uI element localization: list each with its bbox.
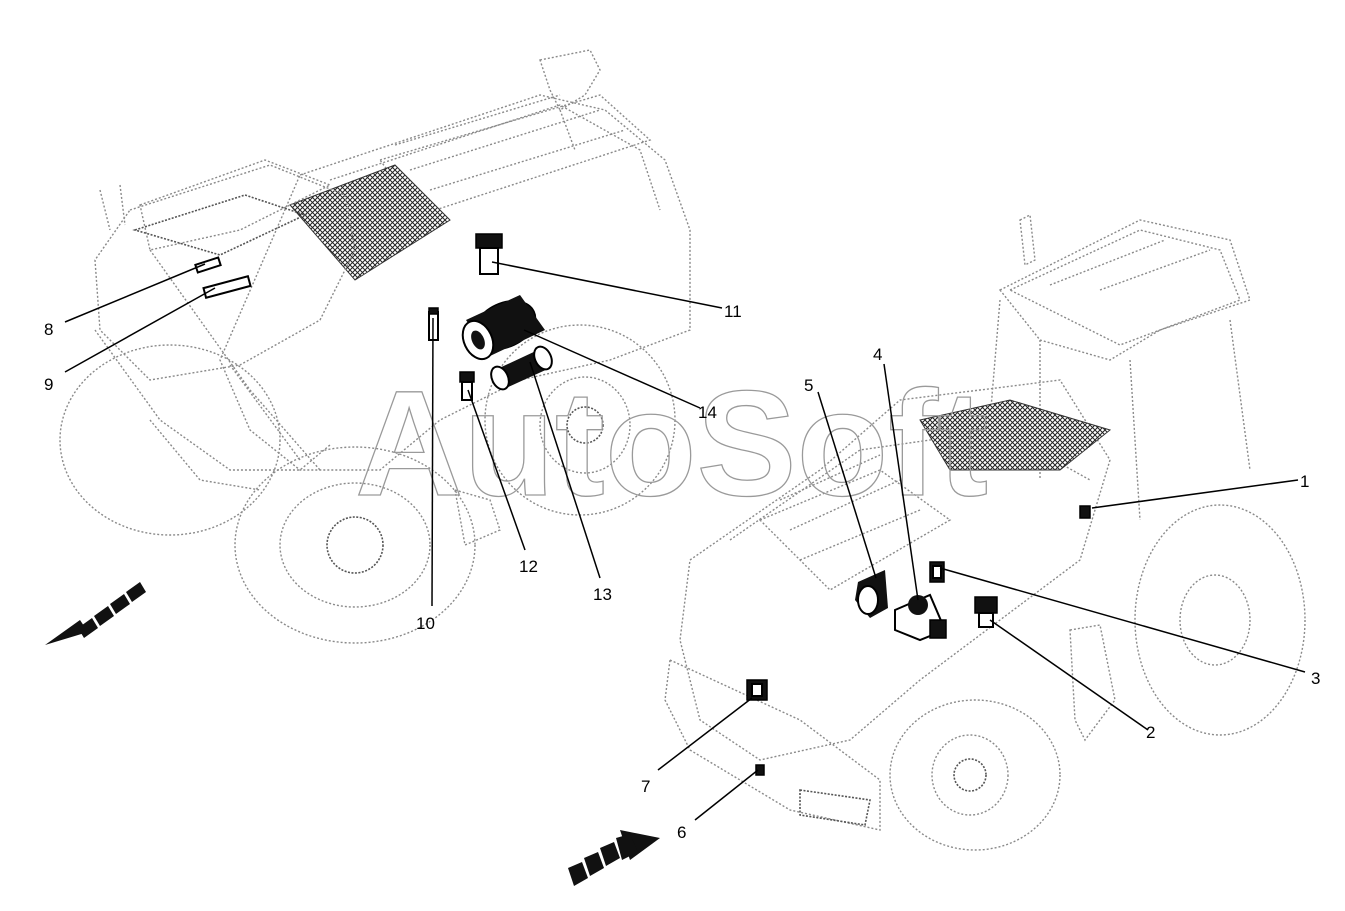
part-1-sensor xyxy=(1079,505,1091,519)
engine-grille xyxy=(289,164,451,281)
sticker-8 xyxy=(194,256,222,274)
callout-8: 8 xyxy=(44,320,53,339)
rear-right-wheel xyxy=(59,344,281,536)
engine-grille-front xyxy=(919,399,1112,471)
rear-left-wheel xyxy=(234,446,476,644)
leader-lines xyxy=(64,261,1306,821)
front-wheel-right xyxy=(889,699,1061,851)
part-14-air-filter-outer xyxy=(461,295,545,361)
front-ballast xyxy=(664,658,881,831)
callout-13: 13 xyxy=(593,585,612,604)
callout-5: 5 xyxy=(804,376,813,395)
callout-numbers: 1 2 3 4 5 6 7 8 9 10 11 12 13 14 xyxy=(44,302,1320,842)
part-7-sensor xyxy=(746,679,768,701)
sticker-9 xyxy=(202,274,252,300)
callout-14: 14 xyxy=(698,403,717,422)
callout-2: 2 xyxy=(1146,723,1155,742)
callout-1: 1 xyxy=(1300,472,1309,491)
watermark-text: AutoSoft xyxy=(355,359,988,527)
part-5-filter-housing xyxy=(855,570,888,618)
part-3-filter xyxy=(929,561,945,583)
direction-arrow-left xyxy=(45,582,146,645)
callout-4: 4 xyxy=(873,345,882,364)
callout-3: 3 xyxy=(1311,669,1320,688)
part-12-water-separator xyxy=(459,371,475,401)
part-13-air-filter-inner xyxy=(490,345,553,391)
callout-9: 9 xyxy=(44,375,53,394)
hood-body xyxy=(219,94,691,471)
hood-front xyxy=(679,379,1111,761)
callout-6: 6 xyxy=(677,823,686,842)
cab-roof-front xyxy=(998,219,1251,361)
callout-11: 11 xyxy=(724,302,742,321)
rear-wheel xyxy=(1134,504,1306,736)
part-6-fitting xyxy=(755,764,765,776)
callout-12: 12 xyxy=(519,557,538,576)
tractor-front-view xyxy=(664,213,1306,851)
callout-10: 10 xyxy=(416,614,435,633)
tractor-rear-view xyxy=(59,49,691,644)
callout-7: 7 xyxy=(641,777,650,796)
part-11-filter-cartridge xyxy=(475,233,503,275)
part-2-filter xyxy=(974,596,998,628)
direction-arrow-right xyxy=(568,830,660,886)
part-4-air-filter-housing xyxy=(894,593,947,642)
